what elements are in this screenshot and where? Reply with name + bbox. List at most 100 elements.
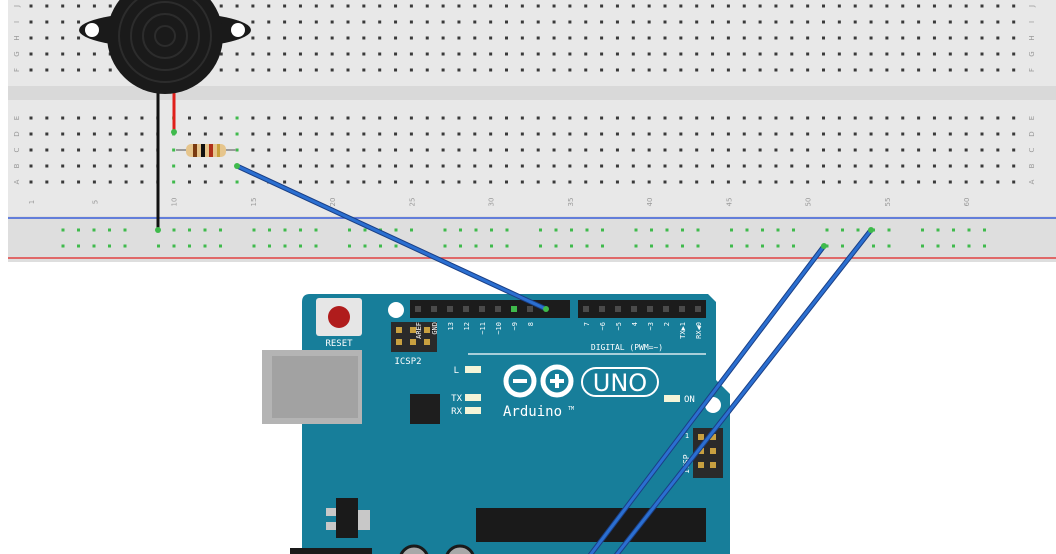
pin-label: ~9 [511, 322, 519, 330]
breadboard-hole [536, 52, 540, 56]
breadboard-hole [806, 164, 810, 168]
icsp2-pin [410, 327, 416, 333]
breadboard-hole [394, 52, 398, 56]
buzzer-mount-hole [231, 23, 245, 37]
rail-hole [936, 244, 940, 248]
breadboard-hole [631, 116, 635, 120]
breadboard-hole [552, 4, 556, 8]
breadboard-hole [251, 132, 255, 136]
regulator-pin [326, 508, 336, 516]
breadboard-hole [489, 4, 493, 8]
rail-hole [887, 244, 891, 248]
breadboard-hole [790, 68, 794, 72]
breadboard-hole [346, 132, 350, 136]
rail-hole [856, 228, 860, 232]
breadboard-hole [790, 164, 794, 168]
breadboard-hole [29, 68, 33, 72]
breadboard-hole [92, 180, 96, 184]
rail-hole [745, 244, 749, 248]
rail-hole [61, 228, 65, 232]
breadboard-hole [489, 20, 493, 24]
breadboard-hole [235, 116, 239, 120]
capacitor [399, 544, 429, 554]
breadboard-hole [790, 148, 794, 152]
breadboard-hole [283, 52, 287, 56]
breadboard-hole [441, 148, 445, 152]
breadboard-hole [489, 180, 493, 184]
rail-hole [570, 244, 573, 248]
breadboard-hole [932, 36, 936, 40]
breadboard-hole [822, 180, 825, 184]
breadboard-hole [92, 116, 96, 120]
breadboard-hole [267, 20, 271, 24]
rail-hole [761, 228, 764, 232]
rail-hole [443, 244, 447, 248]
breadboard-hole [758, 36, 762, 40]
breadboard-hole [552, 132, 556, 136]
header-pin [599, 306, 605, 312]
logo-minus-icon [513, 379, 527, 383]
breadboard-hole [631, 164, 635, 168]
breadboard-hole [330, 4, 334, 8]
breadboard-hole [188, 164, 191, 168]
voltage-regulator [336, 498, 358, 538]
breadboard-hole [61, 20, 65, 24]
breadboard-hole [219, 116, 223, 120]
breadboard-hole [394, 20, 398, 24]
breadboard-hole [600, 52, 604, 56]
breadboard-hole [251, 20, 255, 24]
breadboard-hole [996, 52, 1000, 56]
reset-button[interactable] [328, 306, 350, 328]
breadboard-hole [108, 68, 112, 72]
breadboard-hole [362, 36, 366, 40]
breadboard-hole [346, 164, 350, 168]
breadboard-hole [267, 116, 271, 120]
arduino-pcb [302, 294, 730, 554]
breadboard-hole [932, 148, 936, 152]
rail-hole [585, 228, 589, 232]
breadboard-hole [917, 180, 921, 184]
breadboard-hole [235, 180, 239, 184]
rail-hole [219, 228, 222, 232]
column-number-label: 60 [963, 198, 971, 207]
usb-chip [410, 394, 440, 424]
icsp-pin [710, 448, 716, 454]
breadboard-hole [711, 116, 715, 120]
breadboard-hole [61, 4, 65, 8]
breadboard-hole [124, 116, 128, 120]
breadboard-hole [108, 116, 112, 120]
breadboard-hole [790, 52, 794, 56]
row-letter-label: J [13, 5, 21, 8]
breadboard-hole [77, 36, 81, 40]
breadboard-hole [853, 148, 857, 152]
breadboard-hole [568, 148, 572, 152]
regulator-tab [358, 510, 370, 530]
header-pin [695, 306, 701, 312]
breadboard-hole [980, 132, 984, 136]
breadboard-hole [92, 68, 96, 72]
wire-end [868, 227, 874, 233]
breadboard-hole [77, 164, 81, 168]
breadboard-hole [362, 132, 366, 136]
pin-label: 7 [583, 322, 591, 326]
header-pin [447, 306, 453, 312]
breadboard-hole [489, 148, 493, 152]
breadboard-hole [726, 116, 730, 120]
breadboard-hole [314, 148, 318, 152]
breadboard-hole [711, 164, 715, 168]
breadboard-hole [837, 180, 841, 184]
breadboard-hole [346, 180, 350, 184]
breadboard-bottom-half [8, 100, 1056, 216]
rail-hole [570, 228, 573, 232]
breadboard-hole [457, 36, 461, 40]
breadboard-hole [124, 164, 128, 168]
breadboard-hole [520, 68, 524, 72]
header-pin [615, 306, 621, 312]
breadboard-hole [869, 180, 873, 184]
breadboard-hole [790, 20, 794, 24]
breadboard-hole [425, 52, 429, 56]
breadboard-hole [774, 132, 778, 136]
